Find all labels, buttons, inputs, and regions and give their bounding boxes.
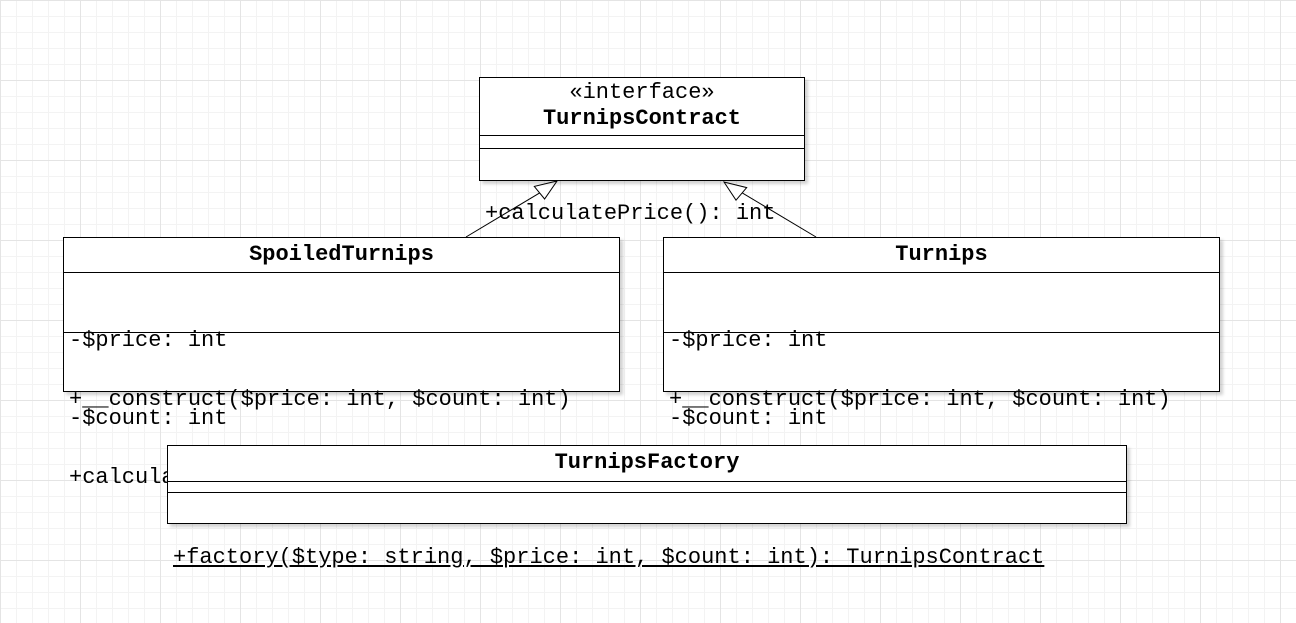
attribute: -$count: int: [69, 406, 228, 431]
attributes-section: -$price: int -$count: int: [664, 273, 1219, 431]
static-method: +factory($type: string, $price: int, $co…: [173, 545, 1045, 570]
uml-canvas: «interface» TurnipsContract +calculatePr…: [63, 77, 1220, 570]
class-name: SpoiledTurnips: [249, 242, 434, 267]
realization-spoiledturnips-to-turnipscontract[interactable]: [465, 180, 559, 238]
attribute: -$count: int: [669, 406, 828, 431]
attribute: -$price: int: [669, 328, 828, 353]
method: +__construct($price: int, $count: int): [69, 387, 571, 412]
attribute: -$price: int: [69, 328, 228, 353]
class-name: TurnipsContract: [542, 106, 742, 131]
class-header: «interface» TurnipsContract: [480, 78, 804, 136]
class-box-spoiledturnips[interactable]: SpoiledTurnips -$price: int -$count: int…: [63, 237, 620, 490]
class-box-turnipscontract[interactable]: «interface» TurnipsContract +calculatePr…: [479, 77, 805, 226]
class-name: TurnipsFactory: [554, 450, 740, 475]
class-header: Turnips: [664, 238, 1219, 273]
class-name: Turnips: [895, 242, 988, 267]
class-box-turnipsfactory[interactable]: TurnipsFactory +factory($type: string, $…: [167, 445, 1127, 570]
hollow-triangle-arrowhead: [722, 181, 748, 202]
realization-turnips-to-turnipscontract[interactable]: [722, 181, 817, 238]
method: +__construct($price: int, $count: int): [669, 387, 1171, 412]
connectors-layer: [465, 180, 817, 238]
attributes-section: -$price: int -$count: int: [64, 273, 619, 431]
class-header: SpoiledTurnips: [64, 238, 619, 273]
class-box-turnips[interactable]: Turnips -$price: int -$count: int +__con…: [663, 237, 1220, 490]
stereotype-label: «interface»: [569, 80, 715, 105]
methods-section: +factory($type: string, $price: int, $co…: [168, 493, 1126, 623]
class-header: TurnipsFactory: [168, 446, 1126, 482]
attributes-section: [480, 136, 804, 149]
method: +calculatePrice(): int: [485, 201, 776, 226]
methods-section: +calculatePrice(): int: [480, 149, 804, 279]
hollow-triangle-arrowhead: [533, 180, 559, 200]
attributes-section: [168, 482, 1126, 493]
